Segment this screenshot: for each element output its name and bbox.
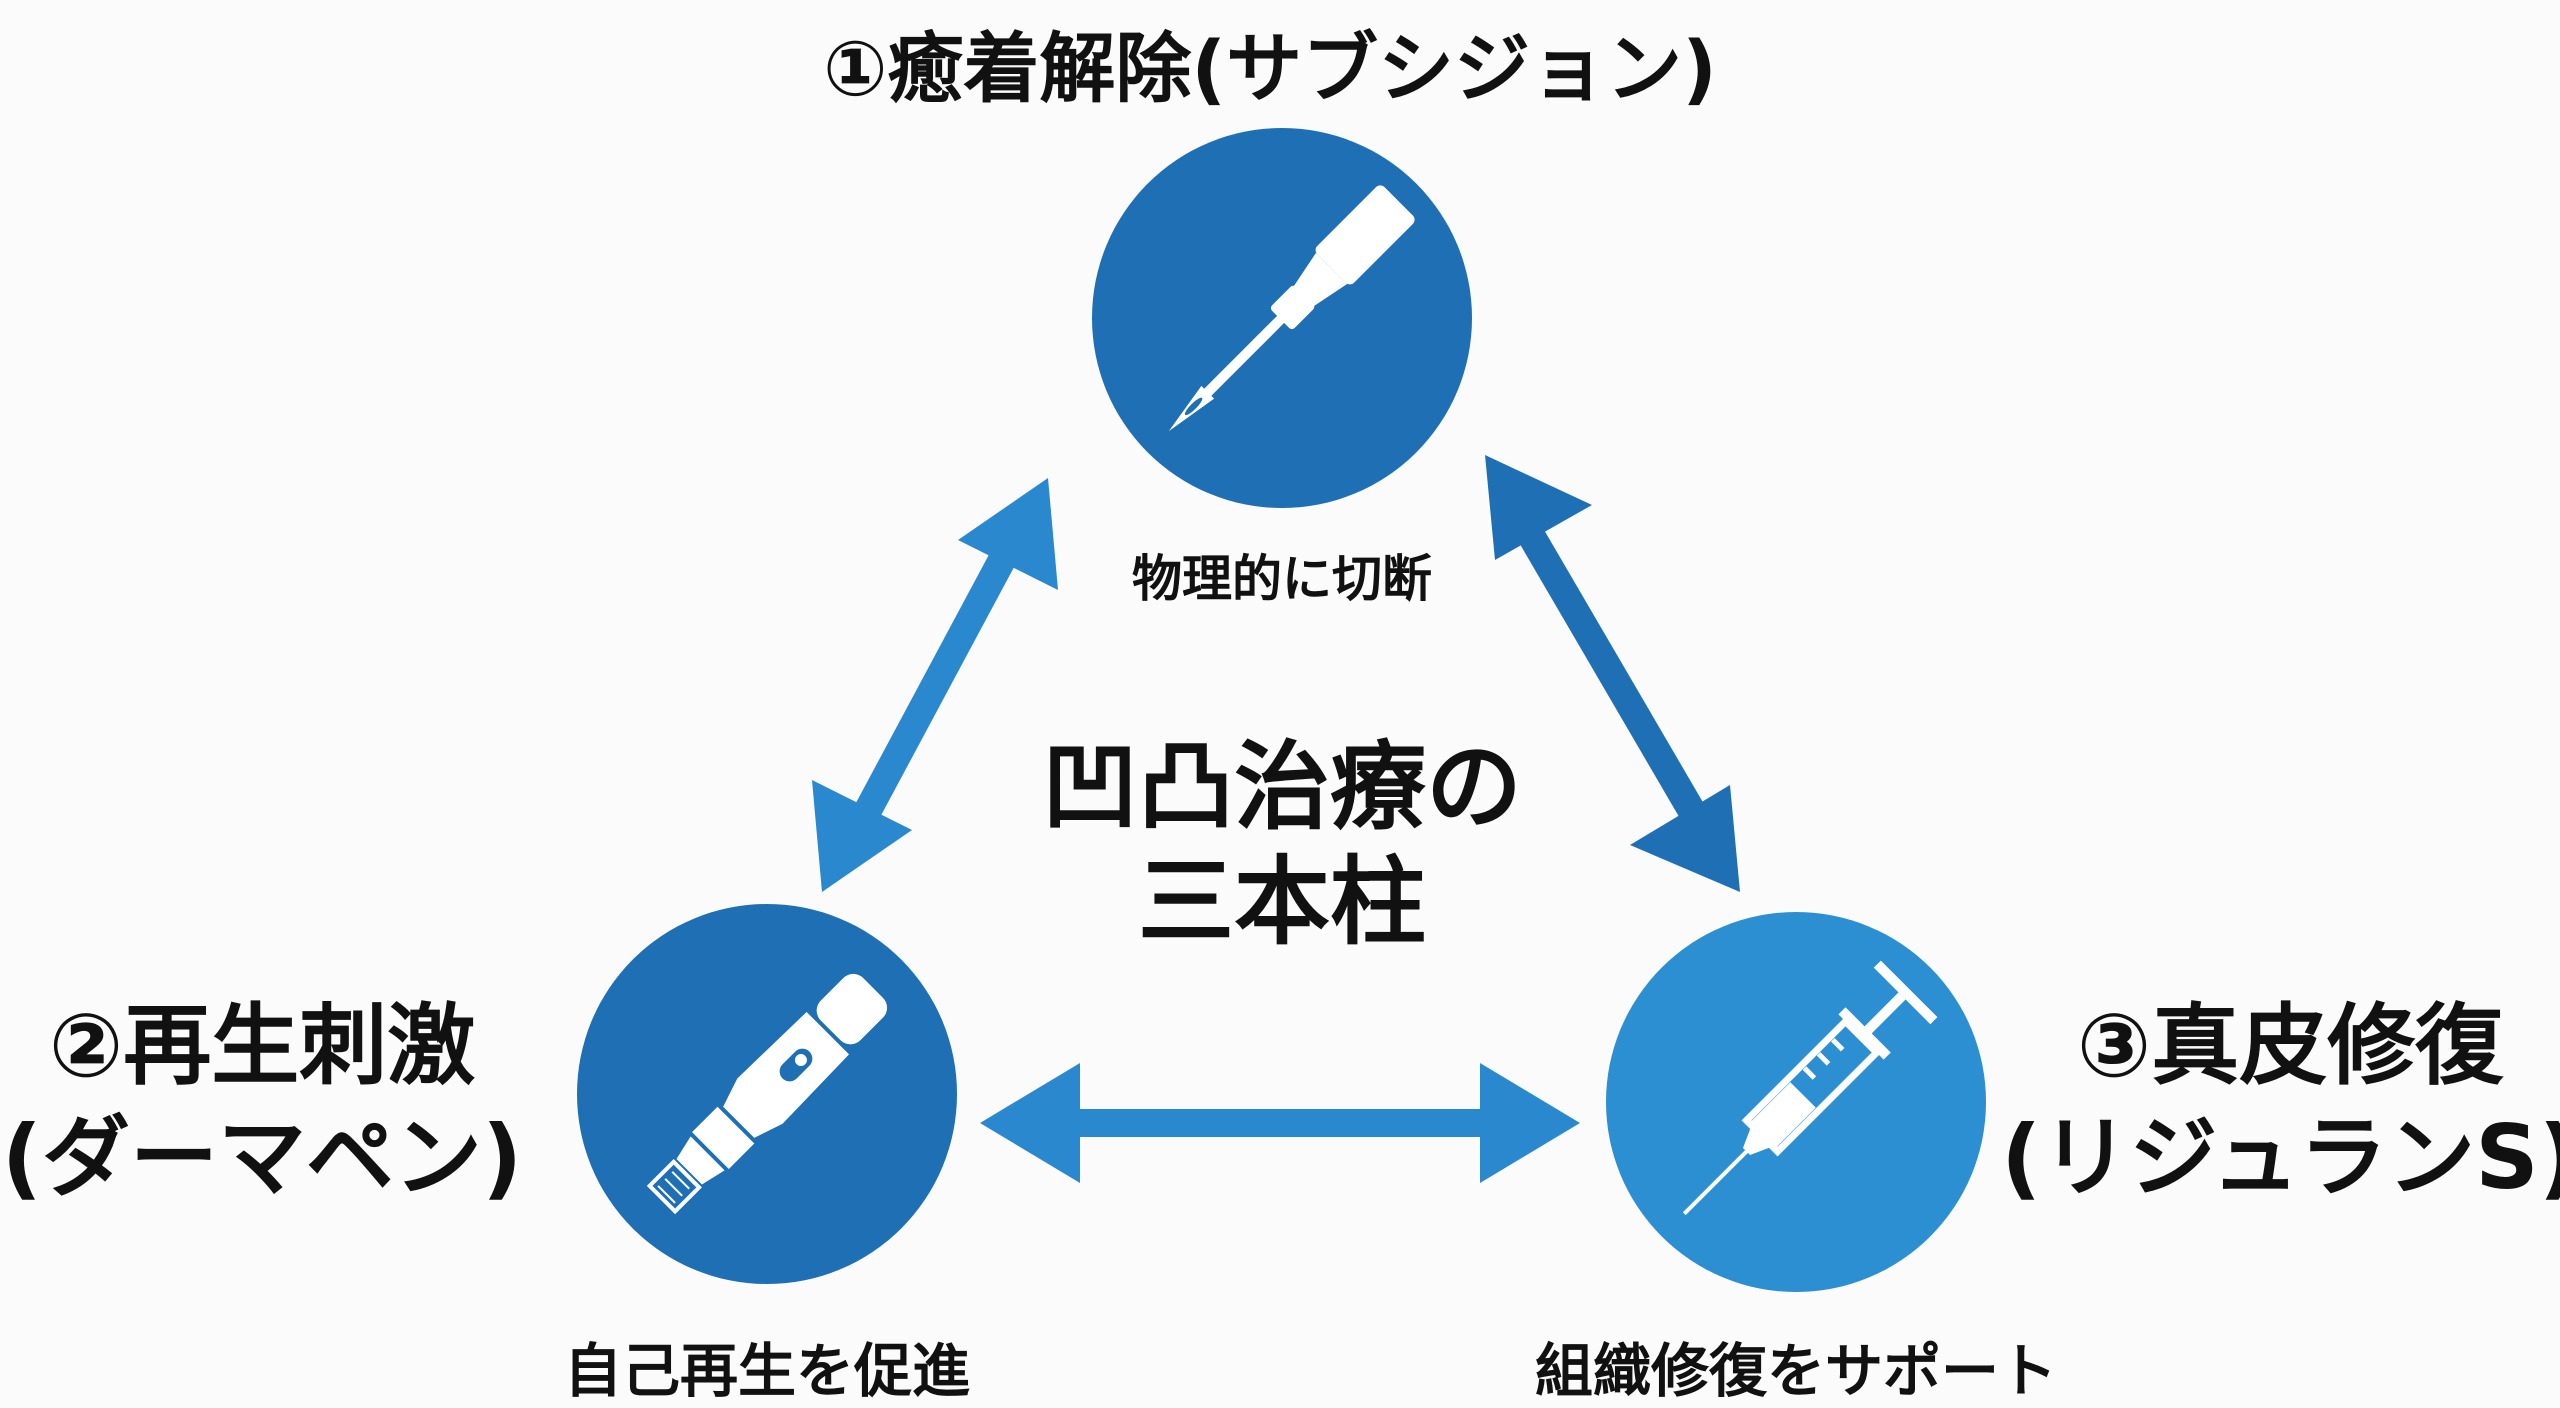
pillar-label-dermapen: ②再生刺激 (ダーマペン) [2,990,522,1214]
pillar-title-dermapen: ②再生刺激 [48,994,476,1097]
arrow-top-left [812,478,1058,892]
derma-pen-icon [646,973,888,1215]
pillar-title-rejuran: ③真皮修復 [2076,994,2504,1097]
center-title-line1: 凹凸治療の [1042,731,1522,843]
needle-icon [1168,185,1415,432]
pillar-subtitle-rejuran: (リジュランS) [2001,1106,2560,1209]
arrow-bottom [980,1063,1580,1183]
pillar-subtitle-dermapen: (ダーマペン) [1,1106,523,1209]
arrow-top-right [1485,455,1740,892]
syringe-icon [1682,960,1938,1216]
pillar-title-subcision: ①癒着解除(サブシジョン) [823,24,1717,113]
center-title-line2: 三本柱 [1138,846,1426,958]
center-title: 凹凸治療の 三本柱 [1042,730,1522,960]
pillar-caption-subcision: 物理的に切断 [1132,550,1432,608]
pillar-caption-rejuran: 組織修復をサポート [1534,1337,2058,1405]
pillar-label-rejuran: ③真皮修復 (リジュランS) [2001,990,2560,1214]
pillar-caption-dermapen: 自己再生を促進 [563,1337,971,1405]
